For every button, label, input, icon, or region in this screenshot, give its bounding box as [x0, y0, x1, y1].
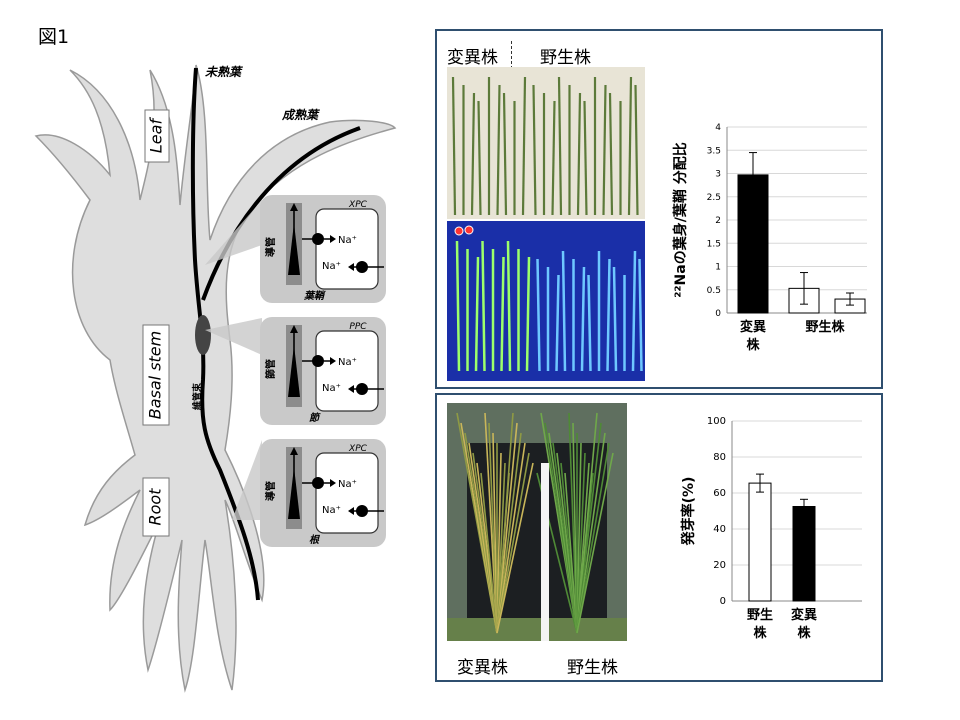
y-tick-label: 80: [713, 452, 726, 463]
mutant-label-bottom: 変異株: [457, 658, 508, 678]
germination-chart: 0 20 40 60 80 100 発芽率(%) 野生株 変異株: [680, 416, 862, 641]
ion-in-label: Na⁺: [322, 505, 341, 516]
ion-out-label: Na⁺: [338, 235, 357, 246]
callout-wedge-root: [232, 440, 262, 520]
transport-inset: XPC 導管 Na⁺ Na⁺ 根: [260, 439, 386, 547]
mature-leaf-label: 成熟葉: [281, 108, 320, 122]
y-axis-label: 発芽率(%): [680, 477, 697, 547]
cell-type-label: XPC: [348, 200, 368, 210]
y-tick-label: 40: [713, 524, 726, 535]
figure-label: 図1: [38, 26, 70, 48]
vessel-label: 篩管: [264, 359, 277, 379]
cell-type-label: PPC: [349, 322, 367, 332]
root-label-box: Root: [142, 477, 170, 537]
transport-insets: XPC 導管 Na⁺ Na⁺ 葉鞘 PPC 篩管 Na⁺ Na⁺ 節 XPC 導管 Na⁺ Na⁺ 根: [258, 195, 388, 555]
category-label: 株: [746, 337, 760, 353]
leaf-label-box: Leaf: [144, 109, 170, 163]
y-tick-label: 4: [715, 123, 721, 133]
tissue-label: 節: [309, 412, 321, 424]
node-bulge: [195, 315, 211, 355]
y-tick-label: 100: [707, 416, 726, 427]
y-tick-label: 60: [713, 488, 726, 499]
y-tick-label: 2: [715, 216, 721, 226]
mature-leaf-vascular-line: [201, 126, 361, 301]
inset-group: XPC 導管 Na⁺ Na⁺ 葉鞘 PPC 篩管 Na⁺ Na⁺ 節 XPC 導管 Na⁺ Na⁺ 根: [260, 195, 386, 547]
category-label: 野生: [747, 607, 773, 623]
svg-text:Root: Root: [146, 488, 165, 526]
y-tick-label: 3: [715, 170, 721, 180]
y-tick-label: 2.5: [707, 193, 721, 203]
tissue-label: 根: [309, 534, 321, 546]
vessel-label: 導管: [264, 481, 277, 501]
callout-wedge-node: [205, 318, 262, 355]
ion-in-label: Na⁺: [322, 261, 341, 272]
y-tick-label: 1.5: [707, 239, 721, 249]
wildtype-label-top: 野生株: [540, 48, 591, 68]
ion-out-label: Na⁺: [338, 357, 357, 368]
basal-stem-label-box: Basal stem: [142, 324, 170, 426]
callout-wedge-leaf-sheath: [205, 200, 262, 265]
y-tick-label: 20: [713, 560, 726, 571]
bar: [748, 482, 772, 602]
transport-inset: XPC 導管 Na⁺ Na⁺ 葉鞘: [260, 195, 386, 303]
y-tick-label: 3.5: [707, 146, 721, 156]
immature-leaf-label: 未熟葉: [205, 65, 243, 79]
svg-text:Basal stem: Basal stem: [146, 331, 165, 420]
category-label: 株: [797, 625, 811, 641]
category-label: 野生株: [805, 319, 845, 335]
category-label: 変異: [740, 319, 766, 335]
mutant-label-top: 変異株: [447, 48, 498, 68]
transport-inset: PPC 篩管 Na⁺ Na⁺ 節: [260, 317, 386, 425]
y-tick-label: 0: [715, 309, 721, 319]
y-tick-label: 0: [720, 596, 726, 607]
y-tick-label: 1: [715, 263, 721, 273]
vessel-label: 導管: [264, 237, 277, 257]
y-tick-label: 0.5: [707, 286, 721, 296]
seedling-photo: [447, 67, 645, 219]
bar: [737, 174, 769, 314]
tissue-label: 葉鞘: [303, 290, 326, 302]
vascular-bundle-label: 維管束: [191, 382, 203, 410]
ion-out-label: Na⁺: [338, 479, 357, 490]
y-axis-label: ²²Naの葉身/葉鞘 分配比: [672, 142, 689, 297]
svg-text:Leaf: Leaf: [147, 117, 166, 154]
cell-type-label: XPC: [348, 444, 368, 454]
mature-plant-photo: [447, 403, 627, 641]
plant-diagram: Leaf Basal stem Root 未熟葉 成熟葉 維管束: [34, 64, 397, 693]
category-label: 変異: [791, 607, 817, 623]
wildtype-label-bottom: 野生株: [567, 658, 618, 678]
bar: [792, 506, 816, 602]
category-label: 株: [753, 625, 767, 641]
ion-in-label: Na⁺: [322, 383, 341, 394]
autoradiograph-image: [447, 221, 645, 381]
